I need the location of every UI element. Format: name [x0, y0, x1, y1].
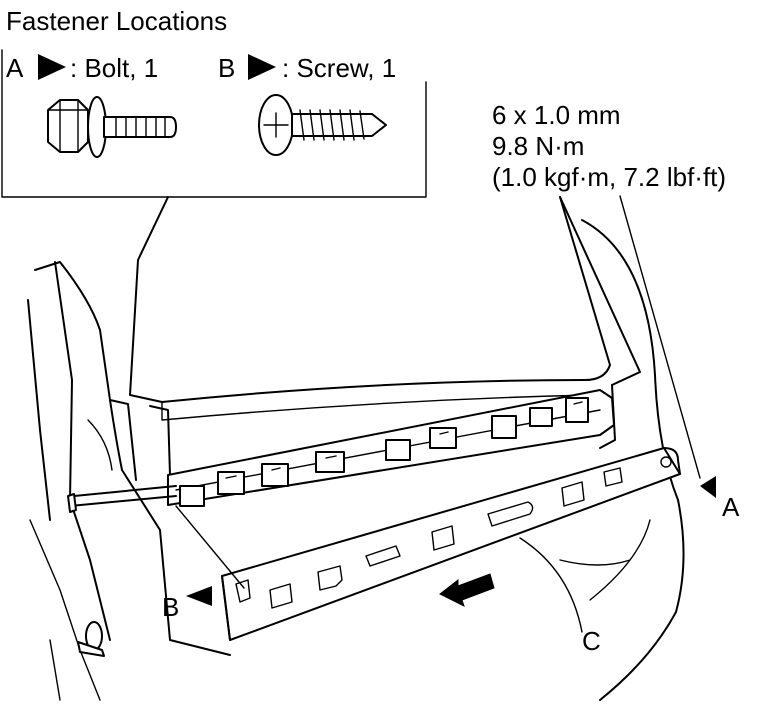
- legend-a-marker-icon: [38, 54, 66, 80]
- callout-b-label: B: [162, 592, 179, 622]
- bolt-icon: [47, 96, 177, 158]
- legend-box: Fastener Locations A : Bolt, 1 B : Screw…: [1, 6, 427, 198]
- spec-leader-line: [619, 195, 701, 479]
- legend-title: Fastener Locations: [6, 6, 227, 36]
- trim-panel-c: [221, 447, 681, 641]
- callout-a-label: A: [722, 492, 740, 522]
- vehicle-body: [27, 196, 685, 701]
- bolt-hole-a: [660, 456, 672, 468]
- weatherstrip-end: [67, 493, 77, 513]
- screw-hole-b: [235, 579, 251, 603]
- lower-clip-icon: [77, 621, 105, 657]
- legend-b-text: : Screw, 1: [282, 53, 396, 83]
- spec-line-1: 6 x 1.0 mm: [492, 100, 621, 130]
- spec-line-3: (1.0 kgf·m, 7.2 lbf·ft): [492, 162, 726, 192]
- b-leader-line: [175, 505, 245, 589]
- direction-arrow-icon: [439, 573, 495, 607]
- callout-b-marker-icon: [186, 586, 212, 606]
- legend-a-letter: A: [6, 53, 24, 83]
- legend-b-marker-icon: [248, 54, 276, 80]
- weatherstrip: [69, 485, 177, 507]
- c-leader-line: [519, 537, 583, 633]
- callout-a-marker-icon: [700, 476, 716, 498]
- inner-rail: [167, 389, 615, 507]
- callout-c-label: C: [582, 626, 601, 656]
- legend-a-text: : Bolt, 1: [70, 53, 158, 83]
- legend-b-letter: B: [218, 53, 235, 83]
- torque-spec: 6 x 1.0 mm 9.8 N·m (1.0 kgf·m, 7.2 lbf·f…: [492, 100, 726, 192]
- screw-icon: [258, 94, 387, 156]
- spec-line-2: 9.8 N·m: [492, 131, 584, 161]
